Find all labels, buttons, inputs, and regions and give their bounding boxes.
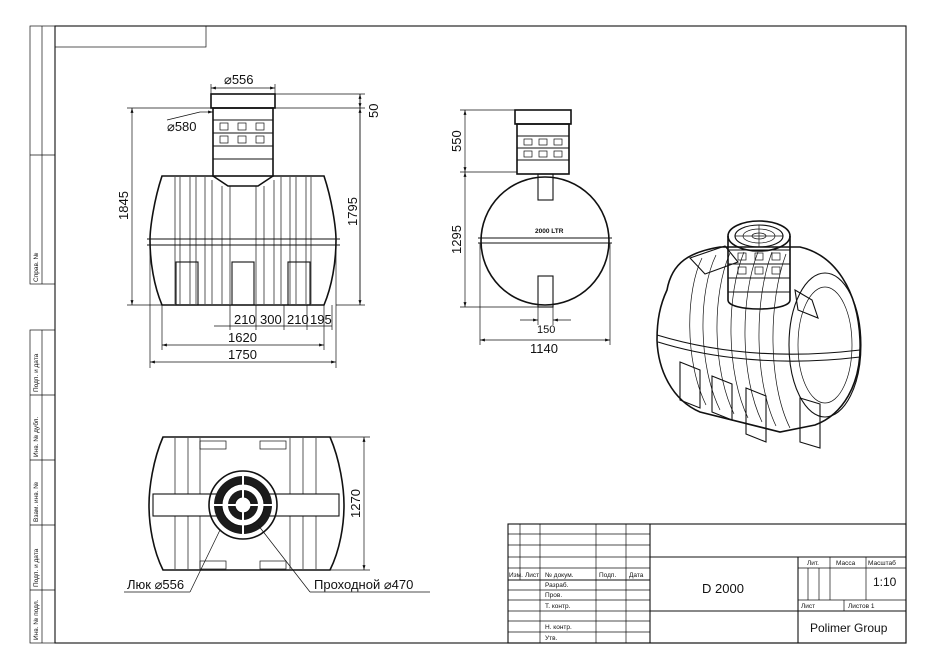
top-view: 1270 Люк ⌀556 Проходной ⌀470: [124, 436, 430, 593]
dim-foot-spacing-4: 195: [310, 312, 332, 327]
tb-sheets-label: Листов 1: [848, 603, 875, 610]
tb-role-razrab: Разраб.: [545, 581, 569, 589]
drawing-scale: 1:10: [873, 575, 897, 589]
dim-top-view-width: 1270: [348, 489, 363, 518]
tb-header-data: Дата: [629, 572, 644, 579]
tank-label: 2000 LTR: [535, 228, 564, 235]
side-view: 2000 LTR 550 1295 150 1140: [449, 109, 612, 356]
drawing-designation: D 2000: [702, 581, 744, 596]
front-view: ⌀556 ⌀580 50 1795 1845 210 300 210 195: [116, 72, 381, 368]
stamp-vzam-inv: Взам. инв. №: [33, 482, 40, 522]
tb-sheet-label: Лист: [801, 603, 815, 610]
side-stamp-labels: Справ. № Подп. и дата Инв. № дубл. Взам.…: [32, 252, 40, 640]
tb-header-list: Лист: [525, 572, 539, 579]
tb-lit-label: Лит.: [807, 560, 819, 567]
dim-neck-collar-diameter: ⌀580: [167, 119, 197, 134]
title-block: Изм. Лист № докум. Подп. Дата Разраб. Пр…: [507, 523, 907, 644]
stamp-sprav: Справ. №: [33, 252, 40, 282]
sheet-frame: [29, 25, 907, 644]
tb-role-tkontr: Т. контр.: [545, 603, 571, 610]
dim-foot-spacing-2: 300: [260, 312, 282, 327]
tb-role-nkontr: Н. контр.: [545, 624, 572, 631]
dim-side-body-height: 1295: [449, 225, 464, 254]
hatch-label: Люк ⌀556: [127, 577, 184, 592]
stamp-inv-dubl: Инв. № дубл.: [32, 417, 40, 457]
tb-role-utv: Утв.: [545, 635, 558, 642]
dim-inner-length: 1620: [228, 330, 257, 345]
dim-neck-top-offset: 50: [366, 104, 381, 118]
dim-side-neck-height: 550: [449, 130, 464, 152]
dim-top-neck-diameter: ⌀556: [224, 72, 254, 87]
stamp-podp-data-1: Подп. и дата: [33, 353, 40, 392]
dim-side-foot-width: 150: [537, 324, 555, 336]
tb-mass-label: Масса: [836, 560, 856, 567]
tb-header-podp: Подп.: [599, 572, 616, 579]
dim-overall-height: 1845: [116, 191, 131, 220]
dim-foot-spacing-3: 210: [287, 312, 309, 327]
tb-role-prov: Пров.: [545, 592, 562, 599]
stamp-podp-data-2: Подп. и дата: [33, 548, 40, 587]
dim-body-height: 1795: [345, 197, 360, 226]
tb-scale-label: Масштаб: [868, 559, 896, 567]
passage-label: Проходной ⌀470: [314, 577, 413, 592]
tb-header-doc: № докум.: [545, 572, 574, 579]
dim-foot-spacing-1: 210: [234, 312, 256, 327]
dim-side-width: 1140: [530, 341, 558, 356]
dim-overall-length: 1750: [228, 347, 257, 362]
stamp-inv-podl: Инв. № подл.: [33, 599, 40, 640]
isometric-view: [656, 220, 862, 449]
company-name: Polimer Group: [810, 621, 888, 635]
tb-header-izm: Изм.: [509, 572, 523, 579]
